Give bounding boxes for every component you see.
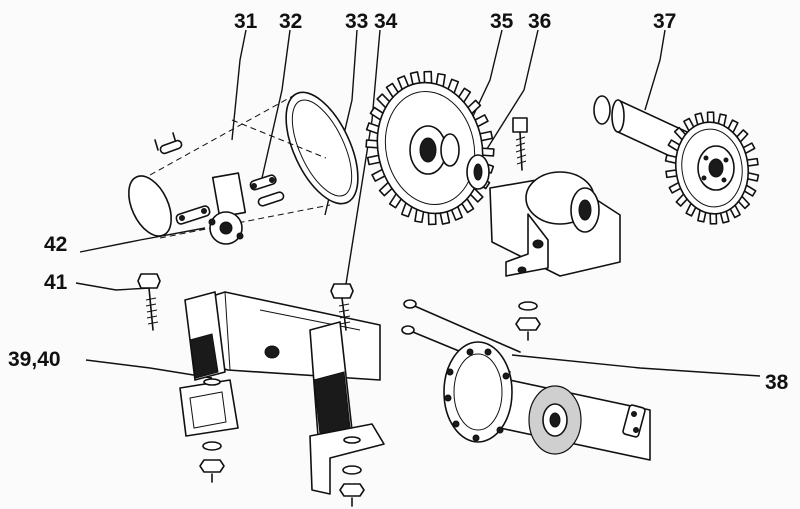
- callout-32: 32: [279, 10, 303, 33]
- callout-33: 33: [345, 10, 369, 33]
- leader-39-40: [85, 359, 213, 379]
- main-beam: [199, 291, 381, 381]
- callout-41: 41: [44, 271, 68, 294]
- chain-lower: [159, 204, 331, 239]
- leader-31: [231, 29, 247, 141]
- callout-42: 42: [44, 233, 68, 256]
- lower-bracket-right: [309, 423, 385, 495]
- bolt-41-head: [137, 273, 161, 289]
- leader-lines: [75, 29, 761, 379]
- bearing-bolt: [512, 117, 528, 171]
- mounting-bracket: [137, 273, 385, 507]
- callout-37: 37: [653, 10, 677, 33]
- chain-upper: [149, 91, 301, 176]
- shaft-sprocket-37: [593, 95, 760, 225]
- chain-inner: [231, 119, 327, 159]
- large-sprocket-35: [365, 70, 495, 226]
- small-pulley: [128, 175, 172, 237]
- callout-35: 35: [490, 10, 514, 33]
- bearing-housing: [489, 171, 621, 341]
- lower-bracket-left: [179, 379, 239, 437]
- chain-link-32: [249, 174, 285, 207]
- leader-42: [79, 227, 206, 253]
- chain-link-top: [154, 132, 183, 155]
- chain-loop: [443, 341, 513, 443]
- bearing-foot: [505, 213, 549, 277]
- leader-41: [75, 282, 151, 291]
- chain-tensioner-42: [175, 172, 247, 245]
- chain-sprocket-38: [401, 299, 651, 461]
- leader-34: [345, 29, 381, 285]
- callout-36: 36: [528, 10, 552, 33]
- circlip: [593, 95, 611, 125]
- bolt-34-head: [330, 283, 354, 299]
- leader-32: [261, 29, 291, 179]
- callout-34: 34: [374, 10, 398, 33]
- drive-disc: [285, 91, 359, 205]
- callout-39-40: 39,40: [8, 348, 61, 371]
- spacer-35: [440, 133, 460, 167]
- chain-drive: [128, 91, 359, 245]
- leader-38: [511, 354, 761, 377]
- callout-31: 31: [234, 10, 258, 33]
- leader-37: [644, 29, 666, 111]
- leader-36: [479, 29, 539, 161]
- callout-38: 38: [765, 371, 789, 394]
